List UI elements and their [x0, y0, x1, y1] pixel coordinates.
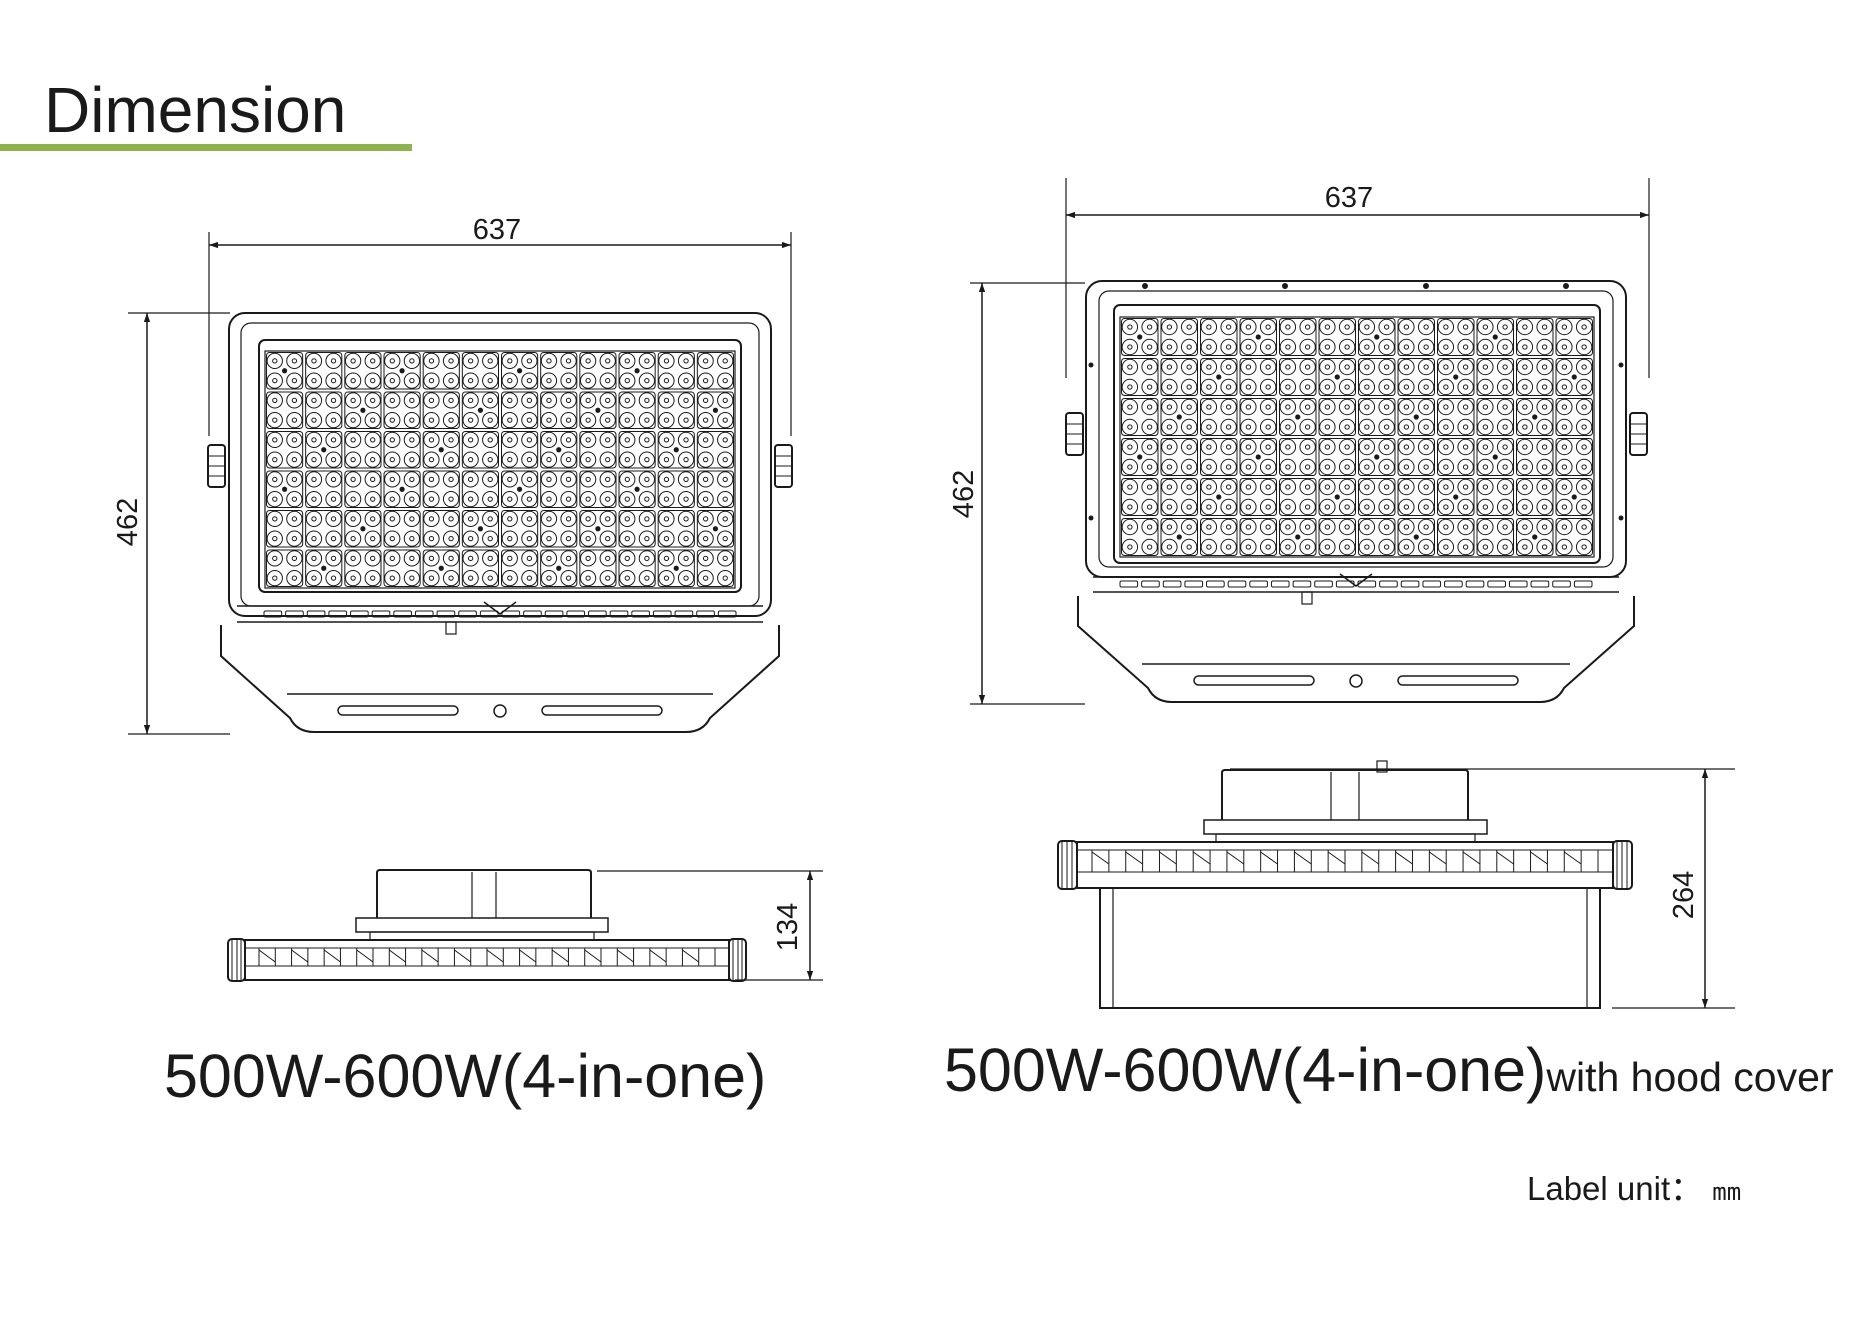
right-side-view — [1057, 760, 1735, 1009]
left-depth-label: 134 — [772, 903, 804, 951]
unit-note-unit: mm — [1712, 1178, 1742, 1206]
left-side-view — [227, 869, 823, 982]
unit-note-label: Label unit： — [1527, 1170, 1704, 1207]
right-height-label: 462 — [948, 470, 980, 518]
led-module-grid — [266, 352, 734, 587]
left-caption: 500W-600W(4-in-one) — [164, 1042, 767, 1110]
unit-note: Label unit： mm — [1527, 1162, 1741, 1210]
left-width-label: 637 — [473, 214, 521, 246]
right-caption-main: 500W-600W(4-in-one) — [944, 1036, 1547, 1104]
led-module-grid — [1121, 318, 1593, 556]
right-front-view — [970, 178, 1650, 705]
page-title: Dimension — [44, 74, 347, 146]
right-width-label: 637 — [1325, 182, 1373, 214]
right-caption-suffix: with hood cover — [1546, 1054, 1834, 1100]
title-underline — [0, 144, 412, 151]
left-front-view — [128, 232, 793, 735]
right-caption: 500W-600W(4-in-one)with hood cover — [944, 1040, 1834, 1101]
right-depth-label: 264 — [1668, 871, 1700, 919]
left-height-label: 462 — [112, 498, 144, 546]
